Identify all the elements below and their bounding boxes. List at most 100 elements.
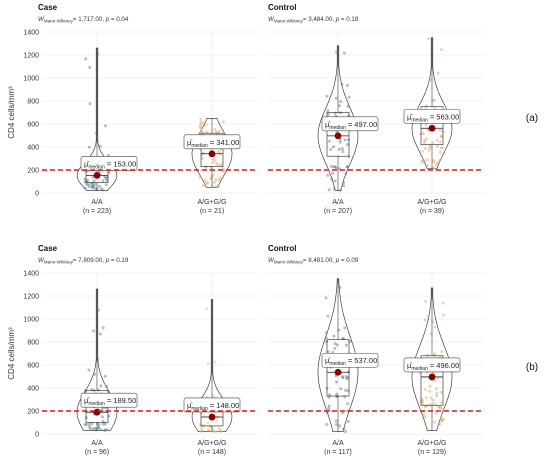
median-label-text: μ̂median = 341.00 (187, 138, 239, 149)
data-point (431, 401, 435, 405)
data-point (335, 343, 339, 347)
data-point (341, 150, 345, 154)
median-label-text: μ̂median = 496.00 (407, 361, 459, 372)
data-point (327, 113, 330, 116)
data-point (333, 342, 337, 346)
data-point (429, 78, 432, 82)
group-n-label: (n = 223) (83, 208, 111, 215)
group-n-label: (n = 148) (198, 449, 226, 456)
data-point (215, 419, 219, 423)
data-point (343, 326, 347, 330)
data-point (98, 144, 102, 148)
median-label-text: μ̂median = 153.00 (84, 159, 136, 170)
y-tick-label: 600 (27, 122, 39, 129)
data-point (345, 84, 349, 87)
data-point (344, 388, 347, 392)
data-point (423, 388, 427, 392)
data-point (200, 157, 204, 161)
data-point (94, 187, 98, 191)
panel-title: Control (268, 244, 296, 253)
data-point (202, 121, 206, 125)
data-point (93, 426, 97, 430)
data-point (441, 301, 445, 305)
median-label-box (80, 392, 138, 408)
data-point (419, 154, 423, 157)
data-point (435, 144, 439, 148)
data-point (212, 394, 215, 398)
data-point (439, 48, 443, 52)
data-point (199, 126, 203, 130)
data-point (101, 422, 105, 426)
data-point (101, 179, 105, 183)
data-point (428, 384, 432, 388)
median-label-text: μ̂median = 563.00 (407, 112, 459, 123)
data-point (104, 183, 108, 187)
median-label: μ̂median = 496.00 (403, 357, 461, 373)
data-point (213, 360, 217, 364)
data-point (103, 374, 107, 378)
data-point (101, 326, 105, 330)
data-point (217, 426, 221, 430)
data-point (332, 187, 336, 191)
group-1: μ̂median = 153.00A/A(n = 223) (76, 47, 138, 215)
data-point (441, 129, 444, 133)
data-point (101, 415, 105, 419)
data-point (341, 337, 345, 340)
data-point (92, 179, 96, 183)
data-point (435, 387, 439, 391)
data-point (439, 401, 443, 405)
data-point (333, 346, 337, 350)
data-point (199, 123, 203, 126)
data-point (84, 57, 88, 61)
stat-line: WMann-Whitney= 1,717.00, p = 0.04 (38, 16, 129, 24)
data-point (87, 422, 91, 426)
data-point (218, 176, 222, 180)
data-point (199, 117, 203, 121)
median-dot (208, 150, 216, 158)
y-tick-label: 600 (27, 363, 39, 370)
data-point (211, 157, 215, 161)
data-point (425, 427, 429, 431)
data-point (199, 422, 202, 426)
median-label: μ̂median = 537.00 (321, 352, 379, 368)
data-point (420, 160, 424, 164)
data-point (201, 184, 205, 188)
y-tick-label: 400 (27, 145, 39, 152)
median-dot (93, 172, 101, 179)
x-tick-label: A/G+G/G (198, 199, 227, 206)
data-point (340, 82, 344, 86)
data-point (202, 424, 206, 428)
data-point (424, 396, 428, 400)
data-point (333, 179, 337, 183)
data-point (428, 146, 432, 150)
data-point (217, 129, 221, 133)
median-dot (208, 413, 216, 421)
data-point (326, 314, 330, 318)
data-point (325, 94, 329, 98)
data-point (335, 50, 339, 54)
data-point (219, 430, 223, 434)
data-point (333, 111, 337, 115)
data-point (339, 387, 343, 391)
data-point (327, 404, 331, 408)
data-point (324, 336, 328, 340)
data-point (432, 398, 436, 402)
data-point (334, 419, 338, 423)
data-point (421, 402, 425, 406)
y-tick-label: 1200 (23, 53, 39, 60)
violin (411, 37, 453, 170)
data-point (435, 391, 439, 395)
data-point (434, 411, 438, 415)
median-label-text: μ̂median = 148.00 (187, 401, 239, 412)
data-point (431, 141, 435, 144)
median-label-text: μ̂median = 497.00 (325, 120, 377, 131)
data-point (342, 184, 346, 188)
data-point (87, 368, 91, 372)
data-point (440, 350, 444, 353)
data-point (421, 132, 425, 136)
data-point (95, 131, 99, 135)
violin (76, 288, 118, 431)
y-axis-label: CD4 cells/mm³ (7, 327, 16, 380)
